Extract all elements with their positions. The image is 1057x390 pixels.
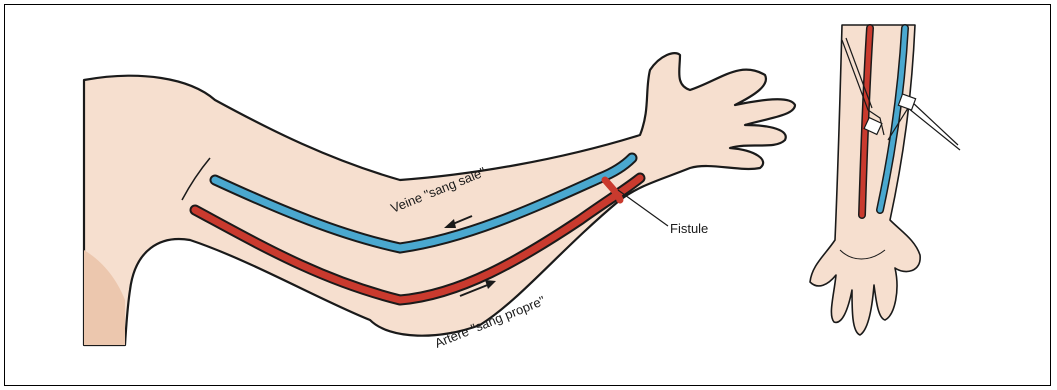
forearm-needle-illustration xyxy=(810,25,960,335)
arm-skin xyxy=(84,53,795,345)
fistula-pointer xyxy=(618,190,668,226)
fistula-label: Fistule xyxy=(670,221,708,236)
arm-illustration: Veine "sang sale" Artère "sang propre" F… xyxy=(84,53,795,351)
